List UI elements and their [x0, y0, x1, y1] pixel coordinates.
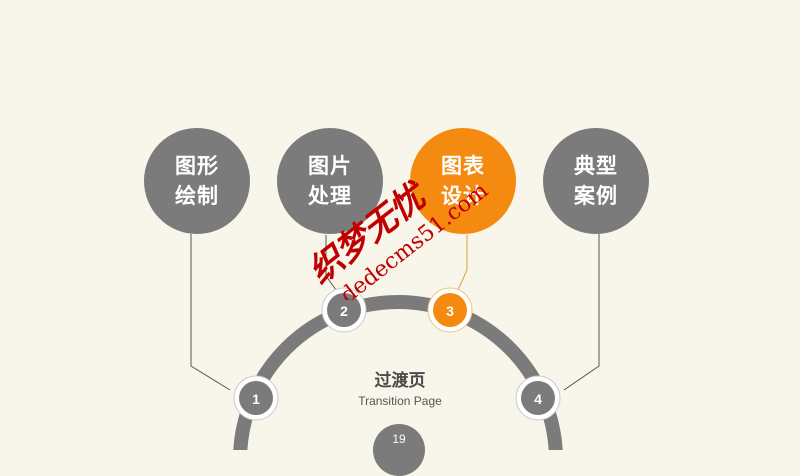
step-node-3[interactable] [427, 287, 473, 333]
topic-3-line1: 图表 [441, 154, 485, 178]
topic-4-line2: 案例 [574, 184, 618, 208]
topic-3-line2: 设计 [441, 184, 485, 208]
connector-line-3 [457, 235, 468, 291]
slide: 1 2 3 4 图形 绘制 图片 处理 图表 设计 典型 案例 过渡页 Tran… [144, 128, 649, 476]
topic-1-line2: 绘制 [175, 184, 219, 208]
topic-circle-cases[interactable]: 典型 案例 [543, 128, 649, 234]
slide-subtitle: Transition Page [358, 394, 442, 408]
connector-line-2 [325, 235, 337, 291]
step-node-1-label: 1 [252, 391, 260, 407]
diagram-graphics: 1 2 3 4 [190, 234, 600, 450]
page-number: 19 [373, 424, 425, 476]
step-node-2[interactable] [321, 287, 367, 333]
progress-arc [233, 295, 563, 450]
step-node-4[interactable] [515, 375, 561, 421]
slide-title: 过渡页 [374, 371, 426, 391]
topic-circle-charts-active[interactable]: 图表 设计 [410, 128, 516, 234]
step-node-1[interactable] [233, 375, 279, 421]
connector-line-4 [563, 234, 600, 391]
step-node-3-label: 3 [446, 303, 454, 319]
connector-line-1 [190, 234, 231, 391]
topic-1-line1: 图形 [175, 154, 219, 178]
topic-2-line1: 图片 [308, 154, 352, 178]
topic-circle-graphics[interactable]: 图形 绘制 [144, 128, 250, 234]
topic-4-line1: 典型 [574, 154, 618, 178]
step-node-2-label: 2 [340, 303, 348, 319]
topic-2-line2: 处理 [308, 184, 352, 208]
topic-circle-images[interactable]: 图片 处理 [277, 128, 383, 234]
step-node-4-label: 4 [534, 391, 542, 407]
